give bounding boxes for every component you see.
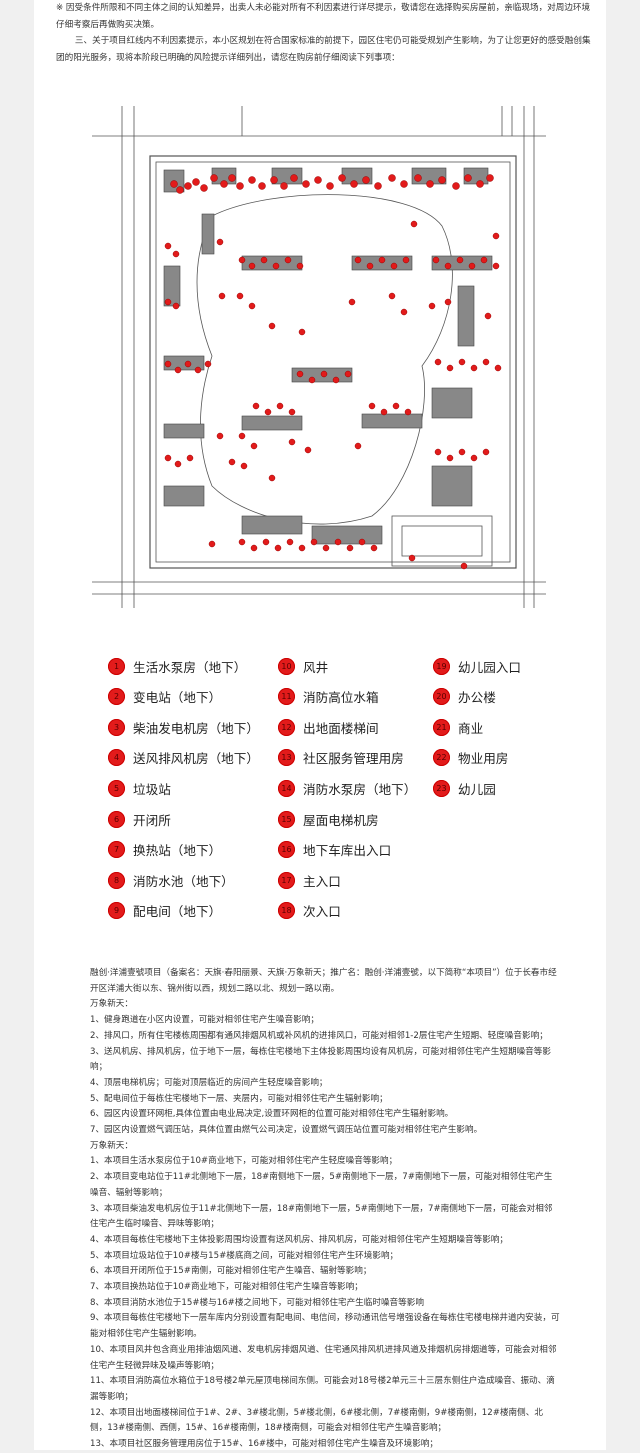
notice-paragraph: 5、配电间位于每栋住宅楼地下一层、夹层内，可能对相邻住宅产生辐射影响； — [90, 1093, 388, 1104]
legend-label: 物业用房 — [458, 751, 509, 767]
notice-paragraph: 8、本项目消防水池位于15#楼与16#楼之间地下，可能对相邻住宅产生临时噪音等影… — [90, 1297, 424, 1308]
legend-label: 幼儿园入口 — [458, 659, 521, 675]
legend-item: 21 商业 — [433, 716, 483, 738]
legend-item: 20 办公楼 — [433, 686, 496, 708]
legend-item: 7 换热站（地下） — [108, 839, 221, 861]
legend-item: 3 柴油发电机房（地下） — [108, 716, 259, 738]
legend-label: 出地面楼梯间 — [303, 720, 379, 736]
legend-number-marker: 10 — [278, 657, 295, 675]
notice-paragraph: 1、本项目生活水泵房位于10#商业地下，可能对相邻住宅产生轻度噪音等影响； — [90, 1156, 398, 1167]
intro: ※ 因受条件所限和不同主体之间的认知差异，出卖人未必能对所有不利因素进行详尽提示… — [56, 0, 596, 66]
legend-item: 1 生活水泵房（地下） — [108, 655, 246, 677]
legend-number-marker: 18 — [278, 902, 295, 920]
legend-label: 垃圾站 — [133, 781, 171, 797]
notice-paragraph: 2、排风口，所有住宅楼栋周围都有通风排烟风机或补风机的进排风口，可能对相邻1-2… — [90, 1030, 548, 1041]
legend-number-marker: 8 — [108, 871, 125, 889]
legend-number-marker: 23 — [433, 779, 450, 797]
legend-label: 商业 — [458, 720, 484, 736]
notice-paragraph: 万象新天： — [90, 1140, 133, 1151]
notice-paragraph: 12、本项目出地面楼梯间位于1#、2#、3#楼北侧，5#楼北侧，6#楼北侧，7#… — [90, 1407, 543, 1434]
legend-label: 换热站（地下） — [133, 843, 222, 859]
legend-number-marker: 21 — [433, 718, 450, 736]
legend-item: 8 消防水池（地下） — [108, 869, 234, 891]
site-plan-drawing — [92, 106, 546, 608]
legend-item: 2 变电站（地下） — [108, 686, 221, 708]
notice-paragraph: 2、本项目变电站位于11#北侧地下一层，18#南侧地下一层，5#南侧地下一层，7… — [90, 1172, 553, 1198]
legend-number-marker: 6 — [108, 810, 125, 828]
notice-paragraph: 融创·洋浦壹號项目（备案名：天旗·春阳丽景、天旗·万象新天；推广名：融创·洋浦壹… — [90, 968, 557, 994]
notice-paragraph: 4、本项目每栋住宅楼地下主体投影周围均设置有送风机房、排风机房，可能对相邻住宅产… — [90, 1234, 508, 1245]
page — [34, 0, 606, 1450]
legend-number-marker: 22 — [433, 749, 450, 767]
legend-item: 15 屋面电梯机房 — [278, 808, 379, 830]
notice-paragraph: 3、本项目柴油发电机房位于11#北侧地下一层，18#南侧地下一层，5#南侧地下一… — [90, 1203, 553, 1230]
notice-paragraph: 万象新天： — [90, 999, 133, 1010]
legend-item: 9 配电间（地下） — [108, 900, 221, 922]
legend-item: 14 消防水泵房（地下） — [278, 777, 416, 799]
legend-number-marker: 3 — [108, 718, 125, 736]
legend-item: 10 风井 — [278, 655, 328, 677]
legend-number-marker: 5 — [108, 779, 125, 797]
legend-label: 柴油发电机房（地下） — [133, 720, 259, 736]
legend-label: 配电间（地下） — [133, 904, 222, 920]
legend-number-marker: 16 — [278, 841, 295, 859]
intro-note: ※ 因受条件所限和不同主体之间的认知差异，出卖人未必能对所有不利因素进行详尽提示… — [56, 3, 591, 30]
notice-paragraph: 7、园区内设置燃气调压站，具体位置由燃气公司决定，设置燃气调压站位置可能对相邻住… — [90, 1125, 483, 1136]
legend-item: 17 主入口 — [278, 869, 341, 891]
legend-item: 12 出地面楼梯间 — [278, 716, 379, 738]
legend-item: 4 送风排风机房（地下） — [108, 747, 259, 769]
legend-number-marker: 14 — [278, 779, 295, 797]
legend-number-marker: 17 — [278, 871, 295, 889]
legend-number-marker: 4 — [108, 749, 125, 767]
legend-label: 生活水泵房（地下） — [133, 659, 247, 675]
notice-paragraph: 10、本项目风井包含商业用排油烟风道、发电机房排烟风道、住宅通风排风机进排风道及… — [90, 1344, 557, 1371]
legend-label: 社区服务管理用房 — [303, 751, 404, 767]
legend-label: 开闭所 — [133, 812, 171, 828]
legend-item: 11 消防高位水箱 — [278, 686, 379, 708]
legend-item: 6 开闭所 — [108, 808, 171, 830]
intro-section-three: 三、关于项目红线内不利因素提示，本小区规划在符合国家标准的前提下，园区住宅仍可能… — [56, 36, 591, 63]
legend-item: 22 物业用房 — [433, 747, 508, 769]
notice-paragraph: 4、顶层电梯机房；可能对顶层临近的房间产生轻度噪音影响； — [90, 1077, 328, 1088]
notice-paragraph: 7、本项目换热站位于10#商业地下，可能对相邻住宅产生噪音等影响； — [90, 1282, 363, 1293]
legend-item: 19 幼儿园入口 — [433, 655, 521, 677]
legend-number-marker: 11 — [278, 688, 295, 706]
legend-label: 办公楼 — [458, 690, 496, 706]
legend-label: 次入口 — [303, 904, 341, 920]
legend-label: 屋面电梯机房 — [303, 812, 379, 828]
risk-notice-text: 融创·洋浦壹號项目（备案名：天旗·春阳丽景、天旗·万象新天；推广名：融创·洋浦壹… — [90, 966, 560, 1453]
notice-paragraph: 3、送风机房、排风机房，位于地下一层，每栋住宅楼地下主体投影周围均设有风机房，可… — [90, 1046, 551, 1073]
legend-number-marker: 7 — [108, 841, 125, 859]
legend-number-marker: 12 — [278, 718, 295, 736]
legend-label: 消防高位水箱 — [303, 690, 379, 706]
legend-label: 消防水池（地下） — [133, 873, 234, 889]
legend-label: 消防水泵房（地下） — [303, 781, 417, 797]
legend-number-marker: 9 — [108, 902, 125, 920]
legend-item: 23 幼儿园 — [433, 777, 496, 799]
legend-label: 风井 — [303, 659, 329, 675]
legend-number-marker: 1 — [108, 657, 125, 675]
legend-item: 18 次入口 — [278, 900, 341, 922]
notice-paragraph: 13、本项目社区服务管理用房位于15#、16#楼中，可能对相邻住宅产生噪音及环境… — [90, 1439, 438, 1450]
notice-paragraph: 9、本项目每栋住宅楼地下一层车库内分别设置有配电间、电信间，移动通讯信号增强设备… — [90, 1313, 560, 1340]
legend-label: 幼儿园 — [458, 781, 496, 797]
legend-number-marker: 2 — [108, 688, 125, 706]
legend-number-marker: 13 — [278, 749, 295, 767]
legend-item: 16 地下车库出入口 — [278, 839, 391, 861]
legend-label: 主入口 — [303, 873, 341, 889]
legend-label: 送风排风机房（地下） — [133, 751, 259, 767]
legend-label: 变电站（地下） — [133, 690, 222, 706]
legend-number-marker: 20 — [433, 688, 450, 706]
notice-paragraph: 5、本项目垃圾站位于10#楼与15#楼底商之间，可能对相邻住宅产生环境影响； — [90, 1250, 399, 1261]
legend-label: 地下车库出入口 — [303, 843, 392, 859]
legend-item: 13 社区服务管理用房 — [278, 747, 404, 769]
notice-paragraph: 11、本项目消防高位水箱位于18号楼2单元屋顶电梯间东侧。可能会对18号楼2单元… — [90, 1376, 555, 1402]
notice-paragraph: 6、本项目开闭所位于15#南侧，可能对相邻住宅产生噪音、辐射等影响； — [90, 1266, 372, 1277]
legend-number-marker: 19 — [433, 657, 450, 675]
legend-number-marker: 15 — [278, 810, 295, 828]
notice-paragraph: 1、健身跑道在小区内设置，可能对相邻住宅产生噪音影响； — [90, 1015, 319, 1026]
notice-paragraph: 6、园区内设置环网柜,具体位置由电业局决定,设置环网柜的位置可能对相邻住宅产生辐… — [90, 1109, 454, 1120]
legend-item: 5 垃圾站 — [108, 777, 171, 799]
